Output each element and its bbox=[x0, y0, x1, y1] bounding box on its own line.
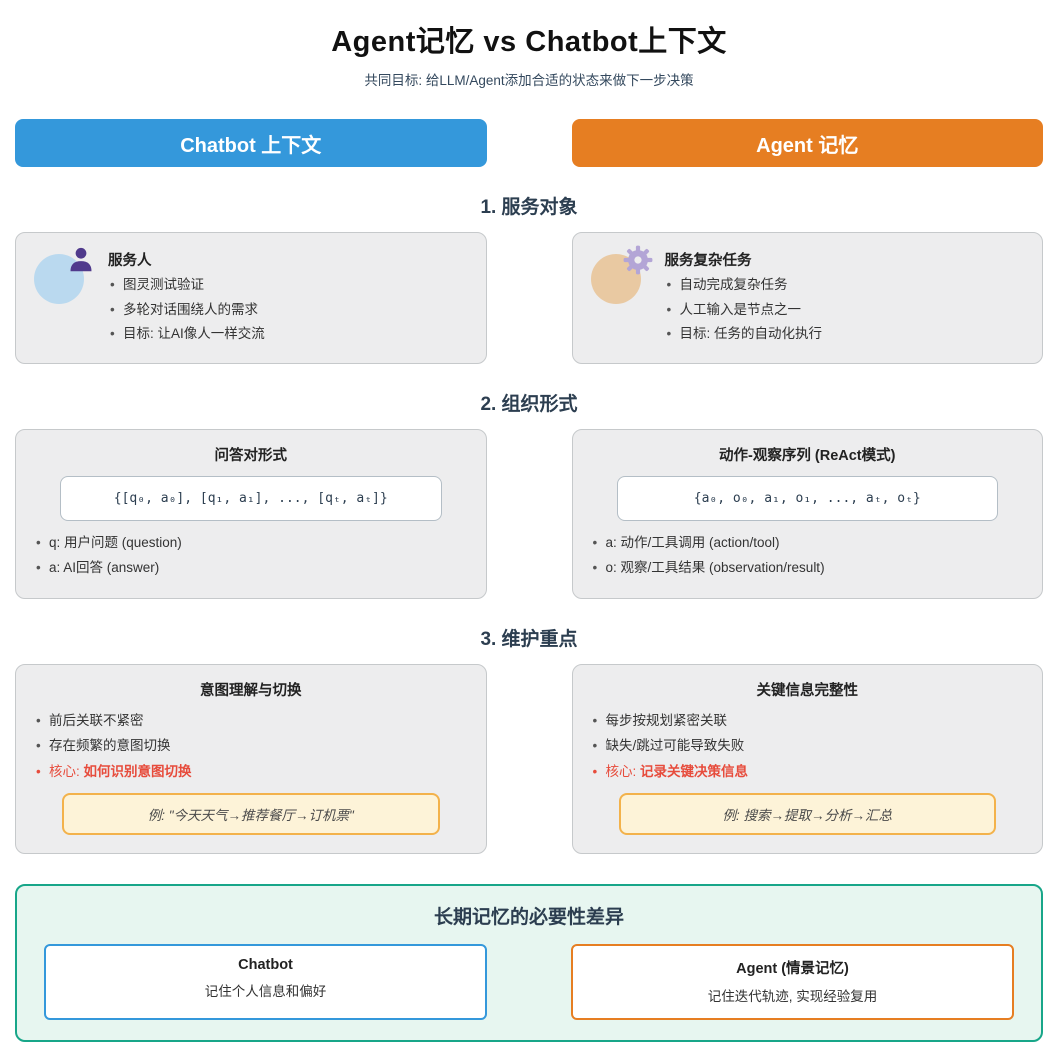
section-heading-service-target: 1. 服务对象 bbox=[480, 197, 578, 218]
bullet-item: q: 用户问题 (question) bbox=[34, 533, 468, 553]
agent-summary-card: Agent (情景记忆) 记住迭代轨迹, 实现经验复用 bbox=[571, 943, 1014, 1020]
bullet-item: 目标: 让AI像人一样交流 bbox=[108, 324, 468, 344]
bullet-list: 每步按规划紧密关联 缺失/跳过可能导致失败 核心: 记录关键决策信息 bbox=[591, 711, 1025, 782]
bullet-item: a: AI回答 (answer) bbox=[34, 558, 468, 578]
bullet-item: 前后关联不紧密 bbox=[34, 711, 468, 731]
section-maintenance: 意图理解与切换 前后关联不紧密 存在频繁的意图切换 核心: 如何识别意图切换 例… bbox=[15, 663, 1043, 854]
core-highlight: 如何识别意图切换 bbox=[83, 763, 192, 779]
bullet-list: 图灵测试验证 多轮对话围绕人的需求 目标: 让AI像人一样交流 bbox=[108, 275, 468, 344]
summary-card-name: Agent (情景记忆) bbox=[736, 960, 849, 977]
column-banners: Chatbot 上下文 Agent 记忆 bbox=[15, 119, 1043, 167]
bullet-item: 目标: 任务的自动化执行 bbox=[665, 324, 1025, 344]
bullet-list: 自动完成复杂任务 人工输入是节点之一 目标: 任务的自动化执行 bbox=[665, 275, 1025, 344]
react-formula: {a₀, o₀, a₁, o₁, ..., aₜ, oₜ} bbox=[616, 475, 998, 521]
section-heading-maintenance: 3. 维护重点 bbox=[480, 628, 578, 650]
bullet-item: 人工输入是节点之一 bbox=[665, 300, 1025, 320]
card-title: 服务人 bbox=[108, 253, 152, 269]
bullet-item: 自动完成复杂任务 bbox=[665, 275, 1025, 295]
bullet-item: a: 动作/工具调用 (action/tool) bbox=[591, 533, 1025, 553]
summary-title: 长期记忆的必要性差异 bbox=[433, 906, 624, 928]
card-title: 意图理解与切换 bbox=[200, 682, 302, 699]
chatbot-service-card: 服务人 图灵测试验证 多轮对话围绕人的需求 目标: 让AI像人一样交流 bbox=[15, 232, 487, 364]
summary-card-name: Chatbot bbox=[238, 956, 293, 973]
section-organization: 问答对形式 {[q₀, a₀], [q₁, a₁], ..., [qₜ, aₜ]… bbox=[15, 428, 1043, 599]
summary-card-desc: 记住迭代轨迹, 实现经验复用 bbox=[707, 988, 878, 1004]
bullet-item: 图灵测试验证 bbox=[108, 275, 468, 295]
bullet-list: 前后关联不紧密 存在频繁的意图切换 核心: 如何识别意图切换 bbox=[34, 711, 468, 782]
chatbot-organization-card: 问答对形式 {[q₀, a₀], [q₁, a₁], ..., [qₜ, aₜ]… bbox=[15, 428, 487, 599]
core-highlight: 记录关键决策信息 bbox=[640, 763, 749, 779]
chatbot-maintenance-card: 意图理解与切换 前后关联不紧密 存在频繁的意图切换 核心: 如何识别意图切换 例… bbox=[15, 663, 487, 854]
core-point: 核心: 记录关键决策信息 bbox=[591, 762, 1025, 782]
summary-card-desc: 记住个人信息和偏好 bbox=[204, 983, 327, 999]
bullet-item: 存在频繁的意图切换 bbox=[34, 736, 468, 756]
core-point: 核心: 如何识别意图切换 bbox=[34, 762, 468, 782]
agent-service-card: 服务复杂任务 自动完成复杂任务 人工输入是节点之一 目标: 任务的自动化执行 bbox=[571, 232, 1043, 364]
card-title: 服务复杂任务 bbox=[664, 253, 752, 269]
section-heading-organization: 2. 组织形式 bbox=[480, 393, 578, 415]
bullet-item: o: 观察/工具结果 (observation/result) bbox=[591, 558, 1025, 578]
card-title: 关键信息完整性 bbox=[756, 682, 859, 699]
bullet-list: q: 用户问题 (question) a: AI回答 (answer) bbox=[34, 533, 468, 578]
page-title: Agent记忆 vs Chatbot上下文 bbox=[331, 26, 727, 58]
example-box: 例: "今天天气→推荐餐厅→订机票" bbox=[62, 792, 440, 835]
bullet-item: 缺失/跳过可能导致失败 bbox=[591, 736, 1025, 756]
agent-maintenance-card: 关键信息完整性 每步按规划紧密关联 缺失/跳过可能导致失败 核心: 记录关键决策… bbox=[571, 663, 1043, 854]
section-service-target: 服务人 图灵测试验证 多轮对话围绕人的需求 目标: 让AI像人一样交流 bbox=[15, 232, 1043, 364]
gear-icon bbox=[590, 245, 655, 307]
bullet-item: 多轮对话围绕人的需求 bbox=[108, 300, 468, 320]
agent-column-banner: Agent 记忆 bbox=[571, 119, 1043, 167]
example-box: 例: 搜索→提取→分析→汇总 bbox=[618, 792, 996, 835]
long-term-memory-summary: 长期记忆的必要性差异 Chatbot 记住个人信息和偏好 Agent (情景记忆… bbox=[15, 883, 1043, 1042]
person-icon bbox=[34, 247, 98, 307]
card-title: 动作-观察序列 (ReAct模式) bbox=[719, 447, 896, 464]
bullet-list: a: 动作/工具调用 (action/tool) o: 观察/工具结果 (obs… bbox=[591, 533, 1025, 578]
chatbot-summary-card: Chatbot 记住个人信息和偏好 bbox=[44, 943, 487, 1020]
bullet-item: 每步按规划紧密关联 bbox=[591, 711, 1025, 731]
agent-organization-card: 动作-观察序列 (ReAct模式) {a₀, o₀, a₁, o₁, ..., … bbox=[571, 428, 1043, 599]
chatbot-column-banner: Chatbot 上下文 bbox=[15, 119, 487, 167]
card-title: 问答对形式 bbox=[214, 447, 288, 464]
page-subtitle: 共同目标: 给LLM/Agent添加合适的状态来做下一步决策 bbox=[364, 73, 694, 88]
qa-formula: {[q₀, a₀], [q₁, a₁], ..., [qₜ, aₜ]} bbox=[60, 475, 442, 521]
